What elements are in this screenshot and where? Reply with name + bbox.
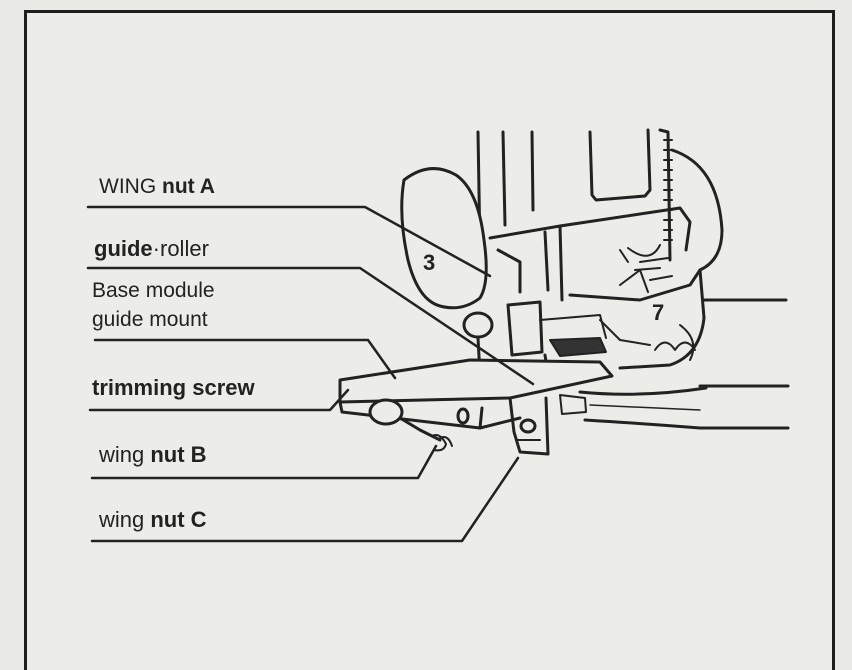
label-wing-nut-c: wing nut C (99, 509, 207, 531)
guide-roller-assembly (462, 300, 607, 377)
base-plate (578, 298, 790, 430)
label-wing-nut-a-prefix: WING (99, 175, 162, 198)
leader-wing-nut-b (90, 444, 438, 480)
wing-knob-a: 3 (400, 167, 488, 310)
label-guide-roller-suffix: ·roller (152, 236, 209, 261)
label-wing-nut-b-prefix: wing (99, 442, 151, 467)
label-base-module-line2: guide mount (92, 308, 208, 331)
leader-base-module (93, 338, 397, 380)
label-wing-nut-b-suffix: nut B (150, 442, 207, 467)
label-base-module-line1: Base module (92, 279, 215, 302)
router-body: 7 (476, 128, 724, 370)
leader-trimming-screw (88, 388, 350, 412)
label-wing-nut-a: WING nut A (99, 176, 215, 197)
label-guide-roller: guide·roller (94, 238, 209, 260)
leader-wing-nut-a (86, 205, 492, 278)
leader-guide-roller (86, 266, 535, 386)
leader-wing-nut-c (90, 456, 520, 543)
label-wing-nut-c-prefix: wing (99, 507, 151, 532)
leader-lines (86, 205, 535, 543)
knob-number: 3 (423, 250, 435, 275)
label-wing-nut-c-suffix: nut C (150, 507, 207, 532)
label-wing-nut-b: wing nut B (99, 444, 207, 466)
guide-bar (338, 358, 614, 456)
label-wing-nut-a-suffix: nut A (162, 175, 215, 198)
housing-number: 7 (652, 300, 664, 325)
label-trimming-screw: trimming screw (92, 375, 255, 400)
label-guide-roller-prefix: guide (94, 236, 153, 261)
